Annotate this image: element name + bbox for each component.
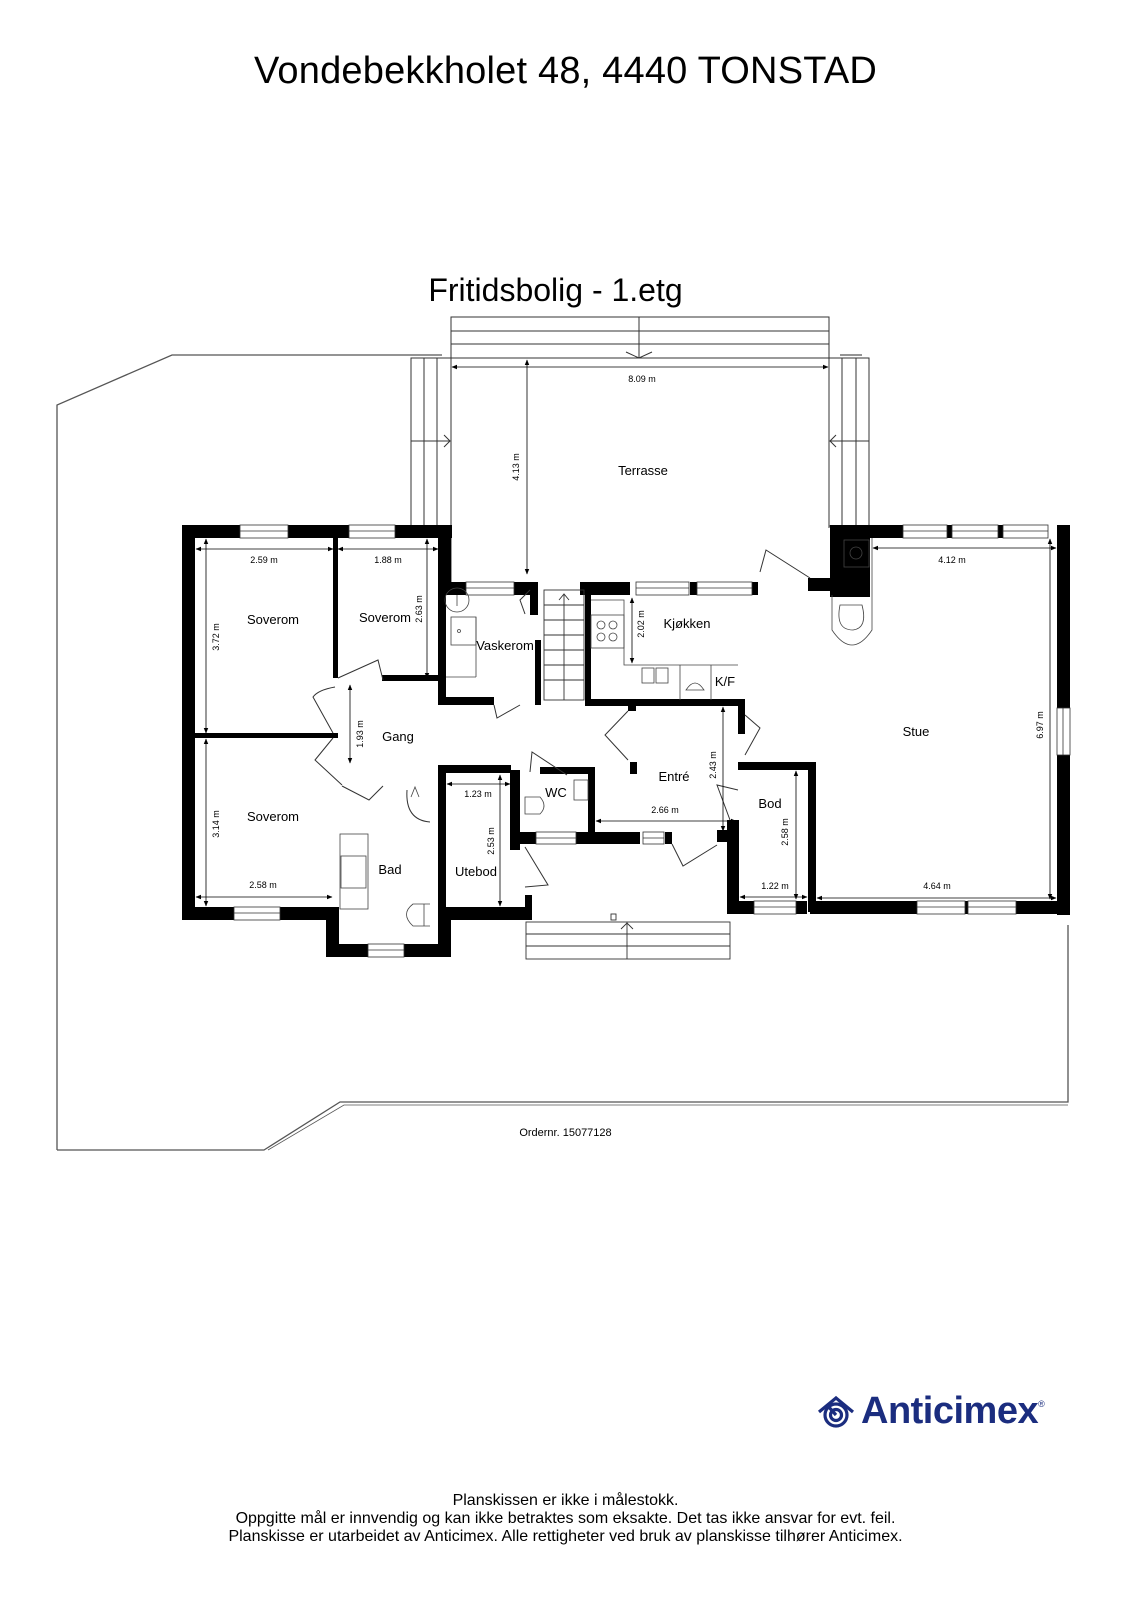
dim-terrasse-depth: 4.13 m (511, 453, 521, 481)
dim-stue-width-bottom: 4.64 m (923, 881, 951, 891)
label-kjokken: Kjøkken (664, 616, 711, 631)
terrace (410, 316, 870, 582)
dim-bod-width: 1.22 m (761, 881, 789, 891)
dim-entre-width: 2.66 m (651, 805, 679, 815)
label-gang: Gang (382, 729, 414, 744)
label-bad: Bad (378, 862, 401, 877)
label-entre: Entré (658, 769, 689, 784)
dim-soverom3-depth: 3.14 m (211, 810, 221, 838)
label-vaskerom: Vaskerom (476, 638, 534, 653)
front-steps (525, 913, 731, 960)
doors (312, 549, 811, 888)
floor-title-text: Fritidsbolig - 1.etg (428, 272, 683, 308)
plot-boundary (56, 354, 1069, 1151)
disclaimer-line-2: Oppgitte mål er innvendig og kan ikke be… (235, 1510, 896, 1527)
disclaimer-line-3: Planskisse er utarbeidet av Anticimex. A… (228, 1528, 903, 1545)
dim-gang-depth: 1.93 m (355, 720, 365, 748)
dim-soverom3-width: 2.58 m (249, 880, 277, 890)
dim-stue-depth: 6.97 m (1035, 711, 1045, 739)
dim-terrasse-width: 8.09 m (628, 374, 656, 384)
brand-name: Anticimex (861, 1390, 1039, 1432)
dim-entre-depth: 2.43 m (708, 751, 718, 779)
fixtures (339, 538, 873, 927)
label-soverom-3: Soverom (247, 809, 299, 824)
dim-kjokken-depth: 2.02 m (636, 610, 646, 638)
dim-soverom2-width: 1.88 m (374, 555, 402, 565)
dim-utebod-width: 1.23 m (464, 789, 492, 799)
staircase (543, 589, 585, 701)
dim-stue-width-top: 4.12 m (938, 555, 966, 565)
dim-soverom1-width: 2.59 m (250, 555, 278, 565)
windows (233, 524, 1071, 958)
disclaimer-line-1: Planskissen er ikke i målestokk. (452, 1492, 679, 1509)
dim-bod-depth: 2.58 m (780, 818, 790, 846)
label-wc: WC (545, 785, 567, 800)
label-bod: Bod (758, 796, 781, 811)
label-soverom-2: Soverom (359, 610, 411, 625)
anticimex-emblem-icon (817, 1395, 855, 1428)
label-kf: K/F (715, 674, 735, 689)
walls (182, 525, 1070, 957)
label-soverom-1: Soverom (247, 612, 299, 627)
order-number: Ordernr. 15077128 (519, 1127, 612, 1139)
dimension-labels: 8.09 m 4.13 m 2.59 m 3.72 m 1.88 m 2.63 … (211, 374, 1045, 891)
dimension-lines (195, 359, 1057, 907)
label-utebod: Utebod (455, 864, 497, 879)
floor-title: Fritidsbolig - 1.etg (0, 272, 1131, 309)
brand-logo: Anticimex ® (815, 1390, 1045, 1433)
label-stue: Stue (903, 724, 930, 739)
dim-soverom1-depth: 3.72 m (211, 623, 221, 651)
room-labels: Terrasse Soverom Soverom Soverom Vaskero… (247, 463, 929, 879)
disclaimer: Planskissen er ikke i målestokk. Oppgitt… (0, 1492, 1131, 1546)
registered-mark: ® (1038, 1398, 1045, 1409)
label-terrasse: Terrasse (618, 463, 668, 478)
dim-utebod-depth: 2.53 m (486, 827, 496, 855)
address-title: Vondebekkholet 48, 4440 TONSTAD (253, 50, 878, 92)
dim-soverom2-depth: 2.63 m (414, 595, 424, 623)
